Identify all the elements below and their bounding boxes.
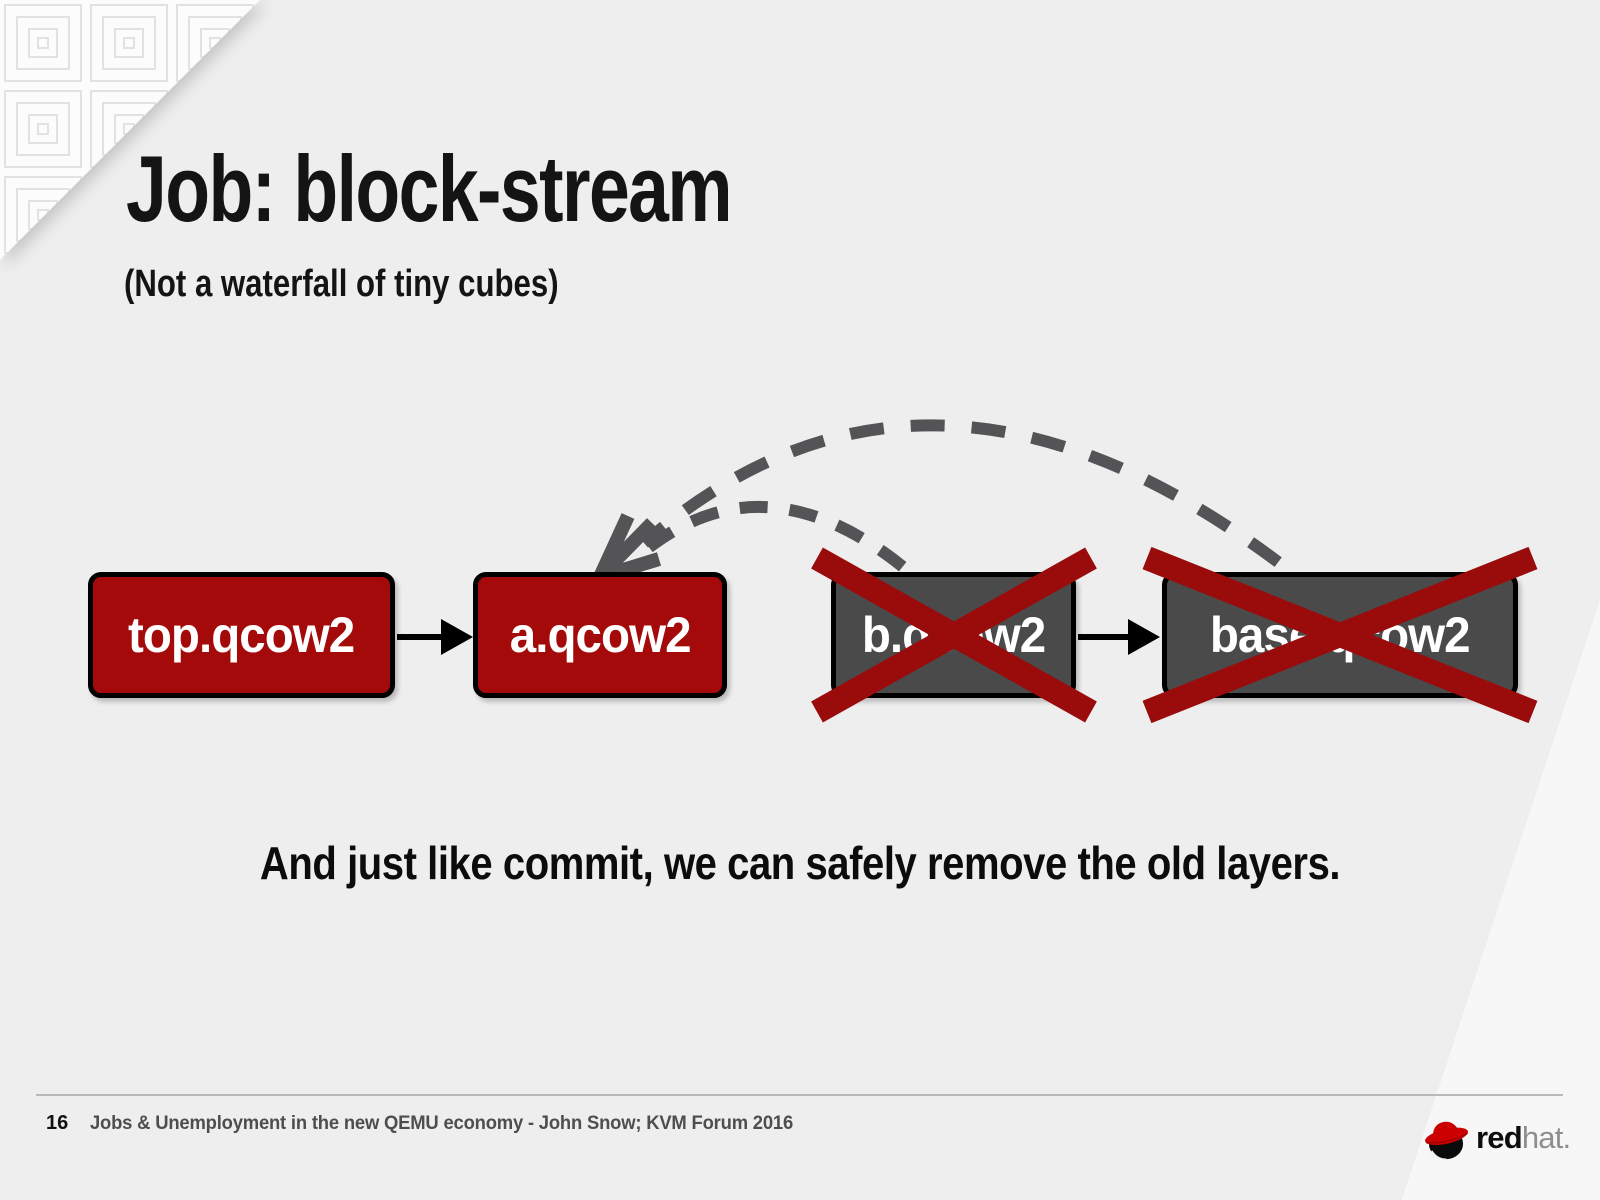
node-top-qcow2: top.qcow2 bbox=[88, 572, 395, 698]
edge-arrow-b-to-base bbox=[1078, 619, 1160, 655]
slide-title: Job: block-stream bbox=[126, 136, 733, 241]
caption-text: And just like commit, we can safely remo… bbox=[259, 837, 1341, 889]
node-label: base.qcow2 bbox=[1210, 607, 1471, 663]
node-a-qcow2: a.qcow2 bbox=[473, 572, 727, 698]
node-b-qcow2: b.qcow2 bbox=[831, 572, 1076, 698]
logo-text: redhat. bbox=[1476, 1120, 1571, 1156]
page-number: 16 bbox=[46, 1112, 69, 1134]
redhat-logo: redhat. bbox=[1420, 1114, 1571, 1162]
node-label: top.qcow2 bbox=[128, 607, 355, 663]
fedora-icon bbox=[1425, 1121, 1468, 1161]
node-label: b.qcow2 bbox=[861, 607, 1046, 663]
footer-text: Jobs & Unemployment in the new QEMU econ… bbox=[90, 1113, 794, 1134]
logo-red-text: red bbox=[1476, 1120, 1523, 1155]
logo-hat-text: hat. bbox=[1521, 1120, 1571, 1155]
corner-pattern bbox=[0, 0, 260, 260]
node-label: a.qcow2 bbox=[509, 607, 692, 663]
stream-arrowhead-icon bbox=[587, 513, 662, 589]
slide-subtitle: (Not a waterfall of tiny cubes) bbox=[124, 263, 559, 305]
node-base-qcow2: base.qcow2 bbox=[1162, 572, 1518, 698]
footer-divider bbox=[36, 1094, 1563, 1096]
edge-arrow-top-to-a bbox=[397, 619, 473, 655]
